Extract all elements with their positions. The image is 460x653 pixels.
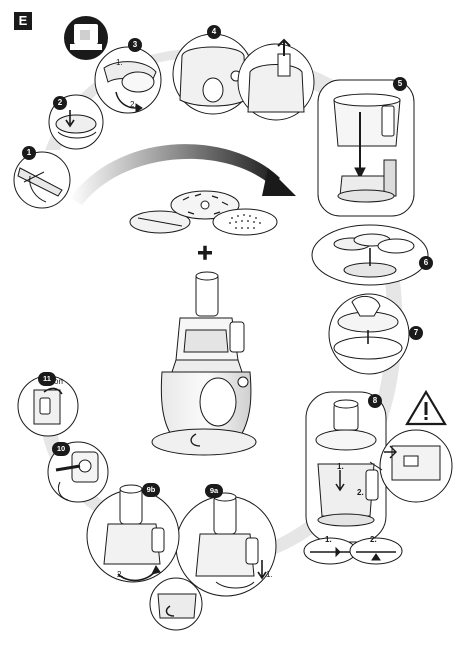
section-letter-badge: E — [14, 12, 32, 30]
step-8-sub-1-label: 1. — [337, 462, 344, 471]
step-4-badge: 4 — [207, 25, 221, 39]
step-9b-illustration — [86, 484, 180, 583]
step-2-badge: 2 — [53, 96, 67, 110]
step-8-zoom — [369, 429, 453, 503]
step-9b-sub-2-label: 2. — [117, 570, 124, 579]
step-6-illustration — [311, 224, 429, 286]
step-9b-badge: 9b — [142, 483, 160, 497]
food-processor-illustration — [151, 271, 257, 456]
step-1-illustration — [13, 151, 71, 209]
step-3-sub-1-label: 1. — [116, 58, 123, 67]
step-8-detail-ovals — [303, 537, 403, 565]
step-10-badge: 10 — [52, 442, 70, 456]
step-8-detail-2-label: 2. — [370, 535, 377, 544]
step-8-detail-1-label: 1. — [325, 535, 332, 544]
step-4-illustration — [172, 33, 254, 115]
step-9a-badge: 9a — [205, 484, 223, 498]
step-3-badge: 3 — [128, 38, 142, 52]
cutting-discs — [129, 190, 278, 236]
plus-icon — [198, 245, 212, 260]
step-11-on-label: on — [54, 377, 63, 386]
step-7-illustration — [328, 293, 410, 375]
step-11-illustration — [17, 375, 79, 437]
step-9a-inset — [149, 577, 203, 631]
step-10-illustration — [47, 441, 109, 503]
step-3-illustration — [94, 46, 162, 114]
step-8-illustration — [305, 391, 387, 543]
step-5-badge: 5 — [393, 77, 407, 91]
step-4b-illustration — [237, 38, 315, 121]
curved-arrow-icon — [70, 144, 296, 205]
step-9a-sub-1-label: 1. — [266, 570, 273, 579]
step-3-sub-2-label: 2. — [130, 100, 137, 109]
step-8-badge: 8 — [368, 394, 382, 408]
step-9a-illustration — [175, 492, 277, 597]
step-1-badge: 1 — [22, 146, 36, 160]
step-3-inset — [64, 16, 108, 60]
warning-triangle-icon — [405, 389, 447, 426]
step-6-badge: 6 — [419, 256, 433, 270]
step-5-illustration — [317, 79, 415, 217]
step-7-badge: 7 — [409, 326, 423, 340]
step-11-badge: 11 — [38, 372, 56, 386]
step-8-sub-2-label: 2. — [357, 488, 364, 497]
